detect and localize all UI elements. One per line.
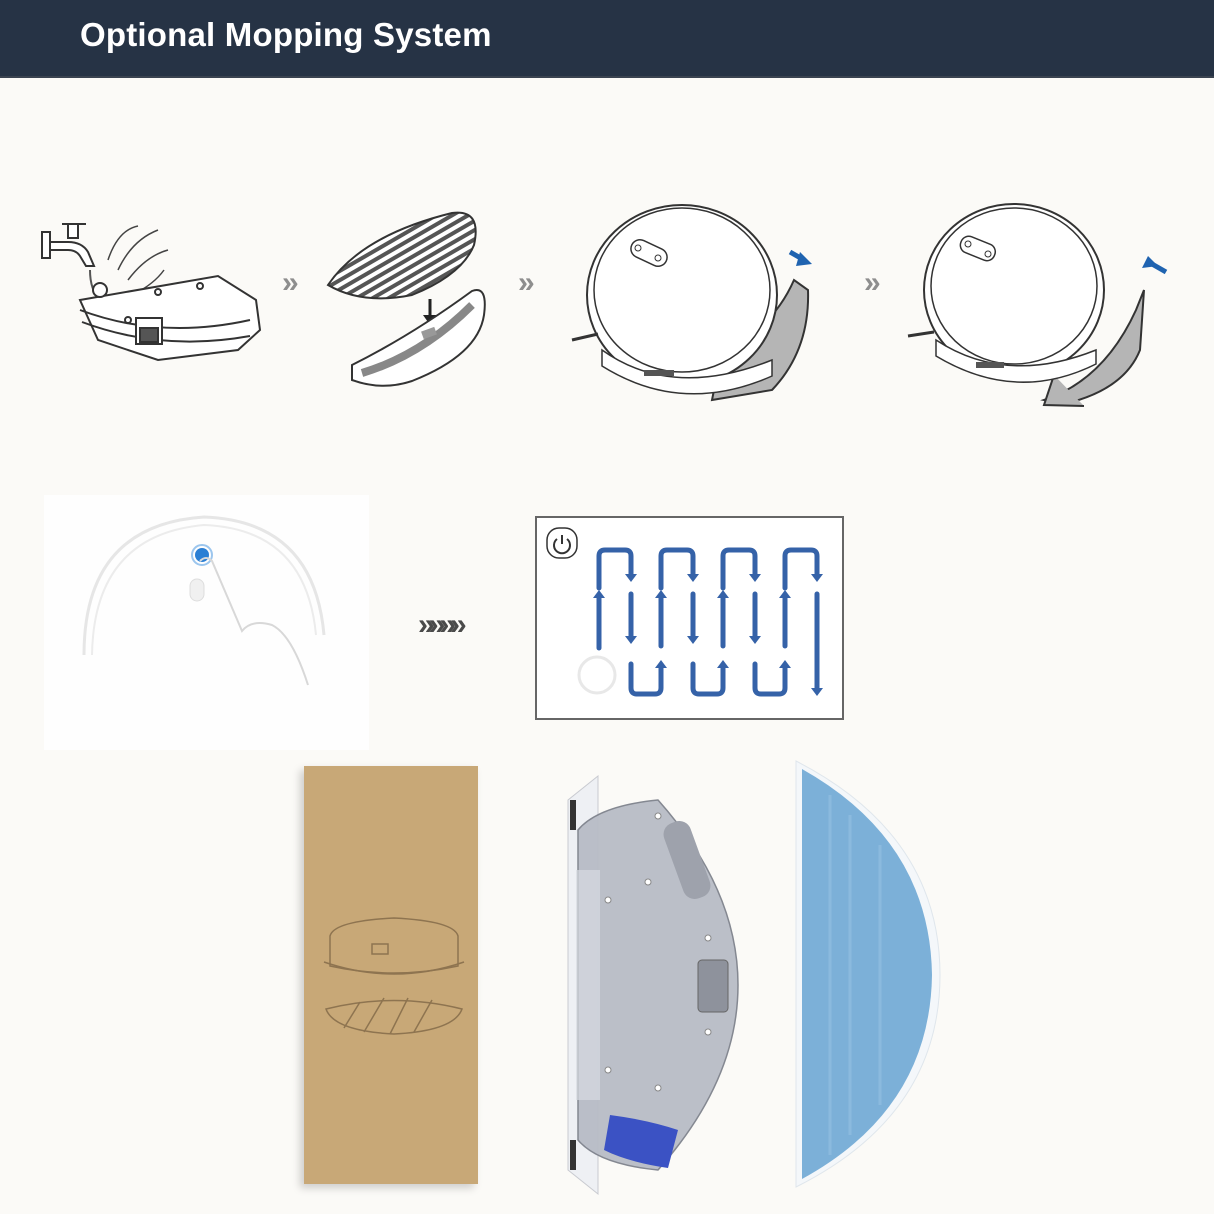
- step-separator-1: »: [282, 266, 299, 299]
- zigzag-cleaning-path-icon: [546, 527, 823, 697]
- mop-cloth-icon: [795, 760, 941, 1188]
- step-separator-3: »: [864, 266, 881, 299]
- page-title: Optional Mopping System: [80, 16, 492, 53]
- press-power-illustration: [44, 495, 369, 750]
- header-bar: Optional Mopping System: [0, 0, 1214, 78]
- mop-pad-down-arrow-icon: [326, 211, 486, 387]
- water-tank: [548, 770, 748, 1200]
- robot-tank-slide-out-icon: [571, 204, 812, 402]
- step-fill-water-tank: [38, 210, 268, 380]
- water-tank-icon: [567, 774, 739, 1196]
- faucet-hand-tank-icon: [41, 223, 262, 362]
- finger-press-power-icon: [82, 515, 326, 686]
- step-attach-mop-cloth: [322, 205, 492, 395]
- mop-cloth: [790, 755, 950, 1195]
- step-remove-tank: [571, 200, 822, 420]
- step-separator-2: »: [518, 266, 535, 299]
- step-insert-tank: [904, 200, 1168, 420]
- robot-tank-slide-in-icon: [907, 203, 1168, 407]
- box-tank-mop-emboss-icon: [323, 917, 465, 1035]
- power-icon: [546, 527, 578, 559]
- packaging-box: [304, 766, 478, 1184]
- cleaning-path-diagram: [535, 516, 844, 720]
- operation-separator: »»»»: [418, 608, 467, 641]
